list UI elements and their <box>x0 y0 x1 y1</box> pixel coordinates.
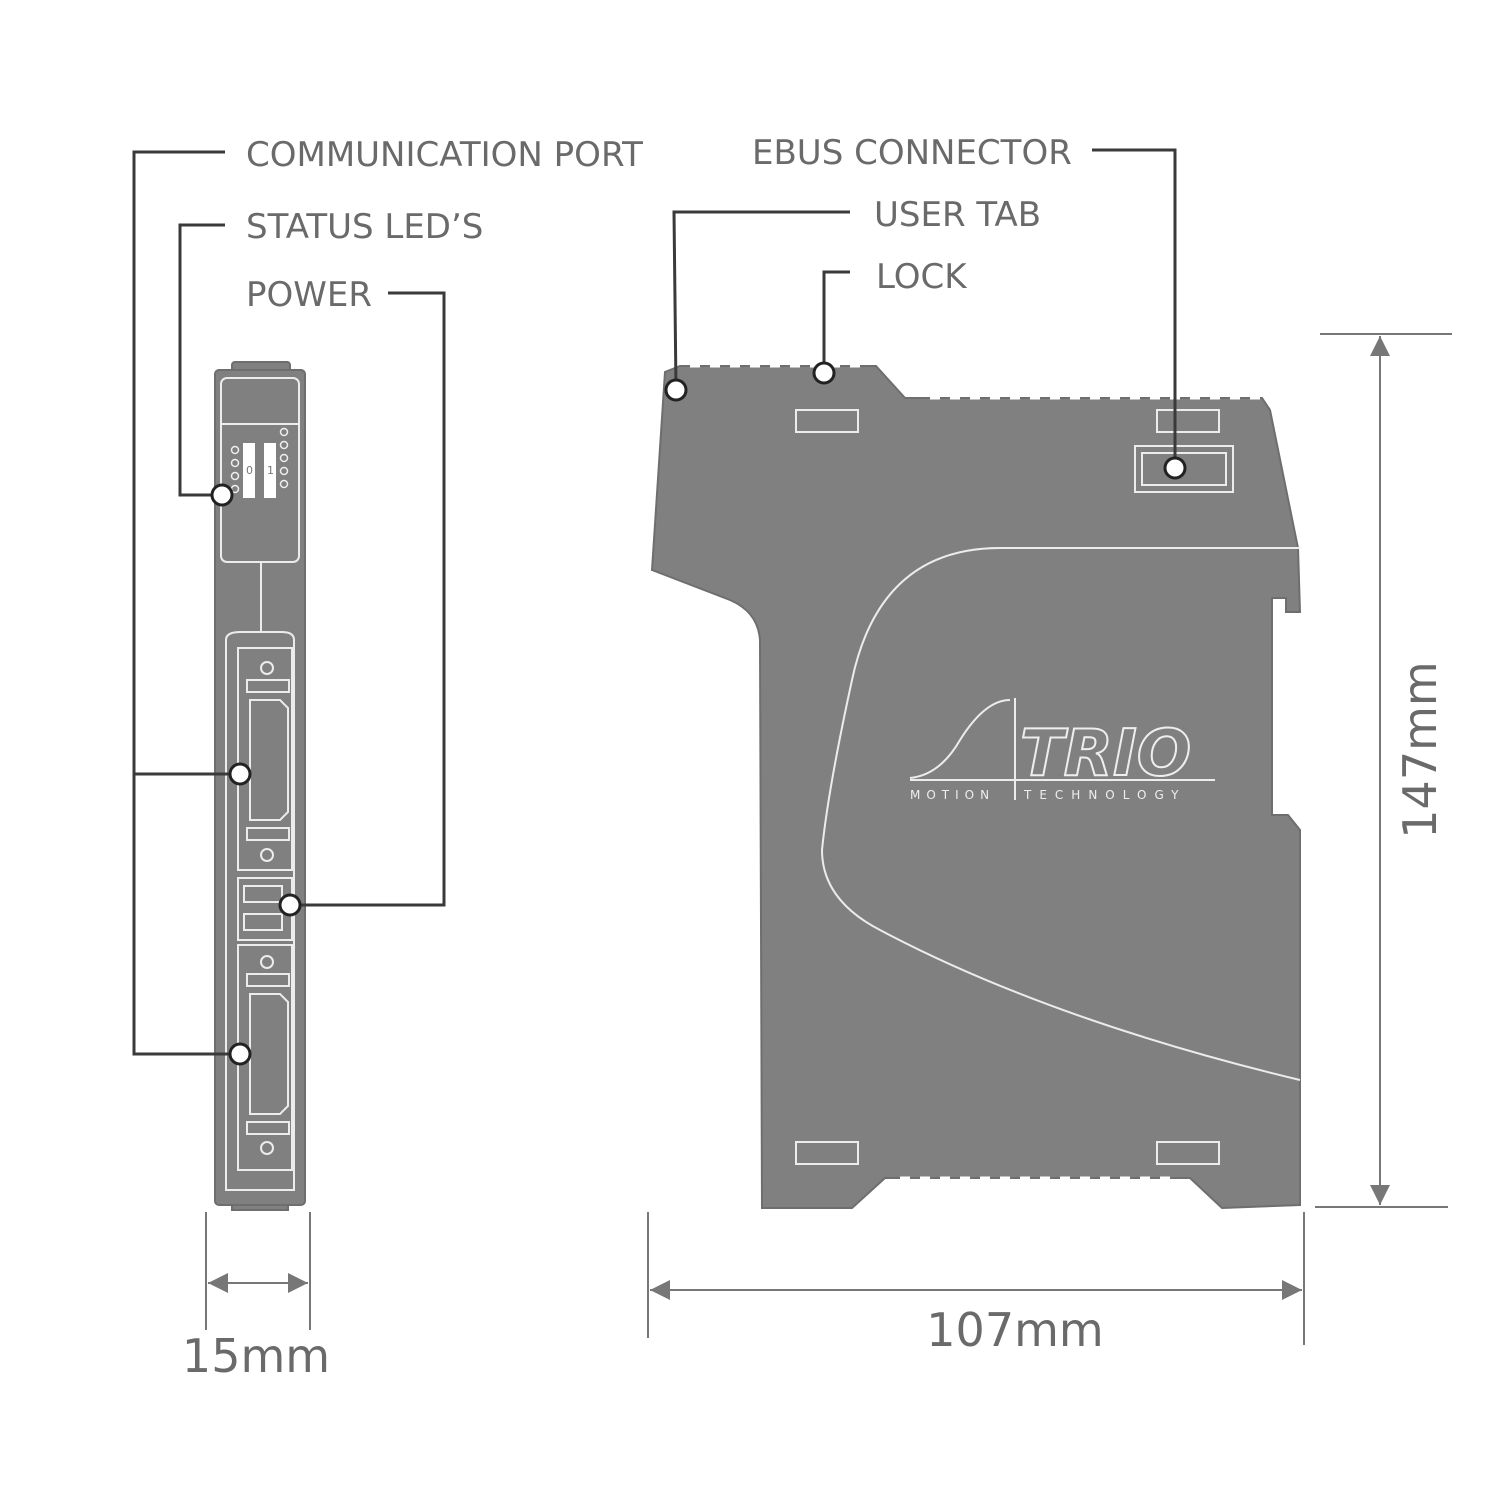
status-leds: 0 1 <box>230 427 289 498</box>
leader-status-leds <box>178 223 234 507</box>
logo-brand: TRIO <box>1020 717 1191 791</box>
trio-logo: TRIO MOTION TECHNOLOGY <box>909 698 1215 802</box>
dimension-label-15mm: 15mm <box>182 1329 330 1383</box>
leader-communication-port <box>132 150 252 1066</box>
label-user-tab: USER TAB <box>874 195 1041 235</box>
leader-user-tab <box>664 210 850 402</box>
front-view: 0 1 <box>214 361 306 1211</box>
leader-ebus-connector <box>1092 148 1187 480</box>
logo-tagline-right: TECHNOLOGY <box>1023 788 1186 802</box>
dimension-label-147mm: 147mm <box>1393 661 1447 838</box>
dimension-depth-side: 107mm <box>647 1212 1305 1357</box>
dimension-width-front: 15mm <box>182 1212 330 1383</box>
label-status-leds: STATUS LED’S <box>246 207 483 247</box>
leader-power <box>278 291 446 917</box>
label-ebus-connector: EBUS CONNECTOR <box>752 133 1072 173</box>
label-lock: LOCK <box>876 257 968 297</box>
dimension-label-107mm: 107mm <box>926 1303 1103 1357</box>
led-label-0: 0 <box>246 464 253 477</box>
label-power: POWER <box>246 275 372 315</box>
communication-port-upper <box>237 647 293 871</box>
leader-lock <box>812 270 850 385</box>
ebus-connector <box>1134 445 1234 493</box>
side-view: TRIO MOTION TECHNOLOGY <box>650 364 1302 1210</box>
dimension-height: 147mm <box>1315 333 1452 1208</box>
led-label-1: 1 <box>267 464 274 477</box>
logo-tagline-left: MOTION <box>910 788 995 802</box>
label-communication-port: COMMUNICATION PORT <box>246 135 643 175</box>
